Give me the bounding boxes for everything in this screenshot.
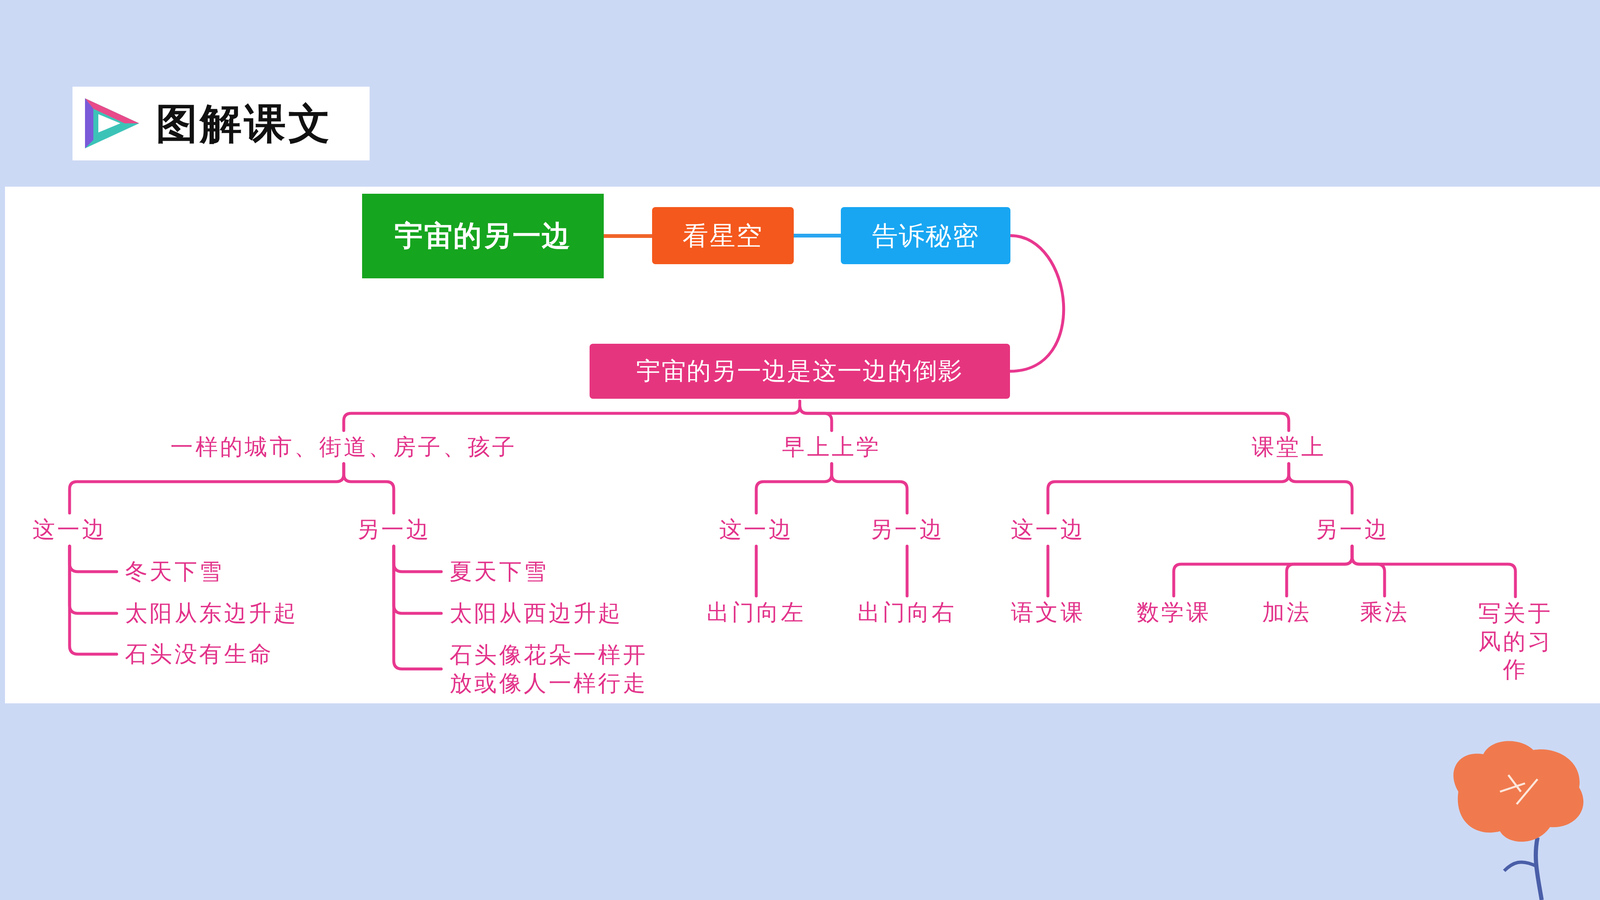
connector-line [393,546,442,670]
box-label: 告诉秘密 [872,218,980,254]
item-label: 石头像花朵一样开放或像人一样行走 [449,640,652,698]
tree-item: 另一边 [354,515,434,544]
tree-item: 数学课 [1134,598,1214,627]
item-label: 这一边 [32,515,107,544]
item-label: 出门向右 [857,598,957,627]
connector-line [343,463,394,514]
connector-line [69,463,344,514]
header-badge: 图解课文 [72,86,370,161]
tree-item: 另一边 [867,515,947,544]
tree-item: 这一边 [30,515,110,544]
connector-line [1286,546,1353,597]
tree-item: 写关于风的习作 [1463,599,1568,684]
logo-icon [80,94,144,153]
tree-item: 早上上学 [779,432,884,462]
item-label: 乘法 [1360,598,1410,627]
connector-line [756,463,832,514]
tree-item: 出门向右 [855,598,960,627]
connector-line [1288,463,1353,514]
connector-line [1046,546,1050,597]
connector-line [1047,463,1289,514]
connector-line [69,546,117,614]
connector-line [69,546,117,572]
tree-item: 出门向左 [704,598,809,627]
tree-item: 夏天下雪 [447,557,552,586]
item-label: 另一边 [1315,515,1390,544]
item-label: 出门向左 [706,598,806,627]
item-label: 太阳从东边升起 [125,599,299,628]
tree-item: 太阳从西边升起 [447,599,626,628]
box-label: 看星空 [682,218,763,254]
tree-item: 石头没有生命 [122,640,276,669]
connector-line [1010,235,1064,372]
item-label: 加法 [1262,598,1312,627]
tree-item: 课堂上 [1249,432,1329,462]
topic-box: 宇宙的另一边 [362,193,604,279]
flower-decoration [1453,741,1584,900]
tree-item: 冬天下雪 [122,557,227,586]
item-label: 早上上学 [782,432,882,462]
box-label: 宇宙的另一边 [394,217,572,255]
connector-line [603,234,653,238]
item-label: 太阳从西边升起 [449,599,623,628]
connector-line [1352,546,1385,597]
box-label: 宇宙的另一边是这一边的倒影 [636,355,963,388]
tree-item: 这一边 [716,515,796,544]
tree-item: 这一边 [1008,515,1088,544]
connector-line [343,401,800,431]
item-label: 课堂上 [1251,432,1326,462]
connector-line [393,546,442,614]
tree-item: 语文课 [1008,598,1088,627]
connector-line [1173,546,1353,597]
white-panel [5,186,1600,704]
tree-item: 加法 [1259,598,1315,627]
tree-item: 另一边 [1312,515,1392,544]
connector-line [800,401,1289,431]
tree-item: 石头像花朵一样开放或像人一样行走 [447,640,655,698]
item-label: 这一边 [719,515,794,544]
item-label: 冬天下雪 [125,557,225,586]
connector-line [905,546,909,597]
tree-item: 乘法 [1357,598,1413,627]
item-label: 一样的城市、街道、房子、孩子 [170,432,518,462]
topic-box: 宇宙的另一边是这一边的倒影 [589,343,1010,399]
connector-line [754,546,758,597]
connector-line [69,546,117,655]
connector-line [831,463,908,514]
item-label: 这一边 [1010,515,1085,544]
tree-item: 太阳从东边升起 [122,599,301,628]
item-label: 写关于风的习作 [1466,599,1565,684]
item-label: 语文课 [1010,598,1085,627]
tree-item: 一样的城市、街道、房子、孩子 [167,432,520,462]
item-label: 夏天下雪 [449,557,549,586]
topic-box: 告诉秘密 [840,207,1011,265]
topic-box: 看星空 [652,207,794,265]
header-title: 图解课文 [155,86,333,161]
item-label: 另一边 [870,515,945,544]
connector-line [793,233,841,238]
item-label: 另一边 [356,515,431,544]
item-label: 石头没有生命 [125,640,274,669]
connector-line [800,401,832,431]
connector-line [1352,546,1516,597]
item-label: 数学课 [1136,598,1211,627]
connector-line [393,546,442,572]
